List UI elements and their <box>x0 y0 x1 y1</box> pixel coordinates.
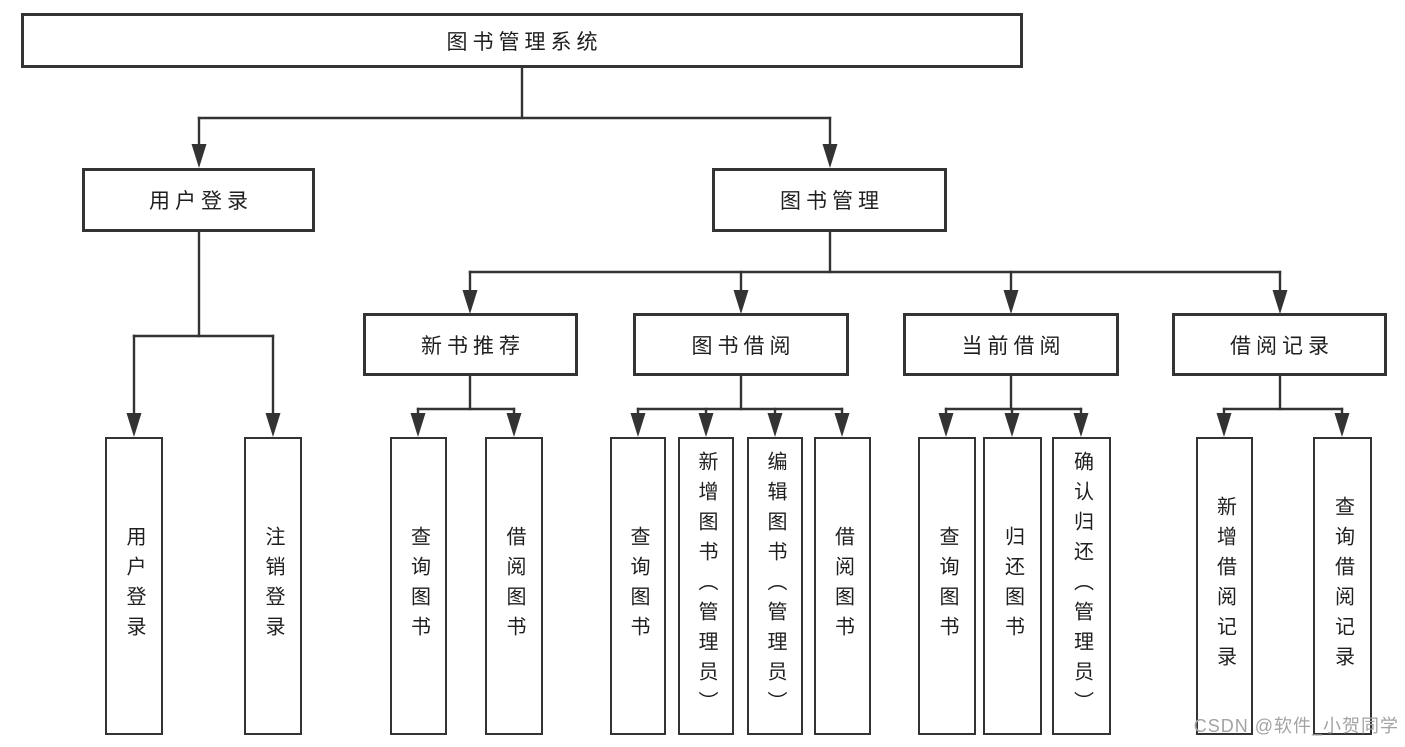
node-leaf-borrow-book: 借阅图书 <box>814 437 871 735</box>
node-leaf-label: 确认归还（管理员） <box>1070 451 1093 721</box>
node-leaf-add-borrow-record: 新增借阅记录 <box>1196 437 1253 735</box>
node-leaf-borrow-book-recommend: 借阅图书 <box>485 437 543 735</box>
node-borrow-record: 借阅记录 <box>1172 313 1387 376</box>
csdn-watermark: CSDN @软件_小贺同学 <box>1193 716 1399 736</box>
node-leaf-logout: 注销登录 <box>244 437 302 735</box>
node-leaf-label: 借阅图书 <box>831 526 854 646</box>
node-leaf-query-book-recommend: 查询图书 <box>390 437 447 735</box>
arrow-down-icons <box>126 144 1350 437</box>
node-borrow-record-label: 借阅记录 <box>1230 334 1334 358</box>
node-leaf-label: 查询图书 <box>936 526 958 646</box>
node-leaf-query-book-current: 查询图书 <box>918 437 976 735</box>
node-leaf-label: 用户登录 <box>123 526 145 646</box>
node-leaf-confirm-return-admin: 确认归还（管理员） <box>1052 437 1111 735</box>
node-leaf-label: 查询图书 <box>627 526 649 646</box>
node-leaf-label: 借阅图书 <box>503 526 525 646</box>
node-new-book-recommend: 新书推荐 <box>363 313 578 376</box>
node-user-login: 用户登录 <box>82 168 315 232</box>
node-leaf-user-login: 用户登录 <box>105 437 163 735</box>
node-root-label: 图书管理系统 <box>446 30 603 54</box>
node-new-book-recommend-label: 新书推荐 <box>421 334 525 358</box>
node-book-management: 图书管理 <box>712 168 947 232</box>
node-leaf-edit-book-admin: 编辑图书（管理员） <box>747 437 803 735</box>
node-leaf-label: 新增图书（管理员） <box>695 451 717 721</box>
node-book-management-label: 图书管理 <box>780 190 884 213</box>
node-leaf-label: 新增借阅记录 <box>1213 496 1236 676</box>
node-leaf-label: 注销登录 <box>262 526 284 646</box>
node-book-borrow-label: 图书借阅 <box>691 334 796 358</box>
node-leaf-query-book-borrow: 查询图书 <box>610 437 666 735</box>
node-leaf-label: 归还图书 <box>1001 526 1024 646</box>
node-book-borrow: 图书借阅 <box>633 313 849 376</box>
node-current-borrow: 当前借阅 <box>903 313 1119 376</box>
node-current-borrow-label: 当前借阅 <box>961 334 1066 358</box>
node-leaf-add-book-admin: 新增图书（管理员） <box>678 437 734 735</box>
node-leaf-query-borrow-record: 查询借阅记录 <box>1313 437 1372 735</box>
node-user-login-label: 用户登录 <box>149 190 253 213</box>
node-leaf-label: 编辑图书（管理员） <box>764 451 786 721</box>
node-leaf-label: 查询借阅记录 <box>1331 496 1354 676</box>
node-leaf-return-book: 归还图书 <box>983 437 1042 735</box>
node-leaf-label: 查询图书 <box>407 526 430 646</box>
node-root: 图书管理系统 <box>21 13 1023 68</box>
